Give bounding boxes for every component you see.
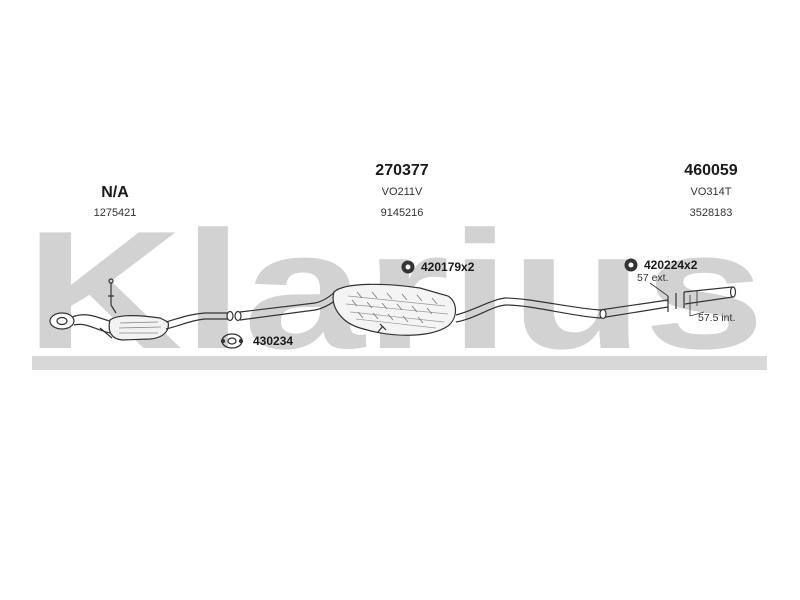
rubber-mount-icon xyxy=(401,260,415,274)
front-pipe-assembly xyxy=(49,278,228,341)
fitting-label: 420179x2 xyxy=(421,260,475,274)
gasket-icon xyxy=(220,333,244,349)
fitting-label: 420224x2 xyxy=(644,258,698,272)
watermark-underline xyxy=(32,356,767,370)
component-code: VO211V xyxy=(381,186,423,198)
component-reference: 1275421 xyxy=(93,207,137,219)
component-part-number: 460059 xyxy=(684,162,738,179)
component-part-number: N/A xyxy=(101,184,129,201)
centre-silencer xyxy=(332,283,457,336)
component-code: VO314T xyxy=(690,186,732,198)
component-reference: 3528183 xyxy=(689,207,733,219)
component-part-number: 270377 xyxy=(375,162,429,179)
rear-pipe-assembly xyxy=(455,282,737,323)
rubber-mount-icon xyxy=(624,258,638,272)
component-reference: 9145216 xyxy=(380,207,424,219)
fitting-label: 430234 xyxy=(253,334,294,348)
dimension-internal: 57.5 int. xyxy=(698,312,736,324)
dimension-external: 57 ext. xyxy=(637,272,669,284)
